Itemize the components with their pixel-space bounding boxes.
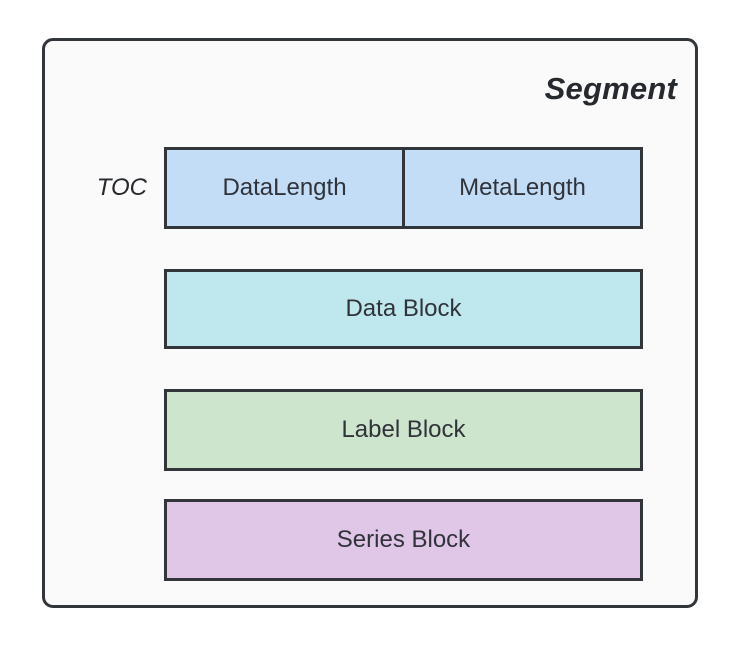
segment-title: Segment [544,71,677,106]
row-series-block: Series Block [164,499,643,581]
toc-caption: TOC [96,174,147,201]
toc-split: DataLength MetaLength [164,147,643,229]
row-data-block: Data Block [164,269,643,349]
row-toc: TOC DataLength MetaLength [97,147,643,229]
block-label[interactable]: Label Block [164,389,643,471]
block-data[interactable]: Data Block [164,269,643,349]
block-series[interactable]: Series Block [164,499,643,581]
segment-rows: TOC DataLength MetaLength Data Block Lab… [45,41,695,605]
row-label-block: Label Block [164,389,643,471]
segment-container: Segment TOC DataLength MetaLength Data B… [42,38,698,608]
block-data-length[interactable]: DataLength [164,147,405,229]
block-meta-length[interactable]: MetaLength [402,147,643,229]
